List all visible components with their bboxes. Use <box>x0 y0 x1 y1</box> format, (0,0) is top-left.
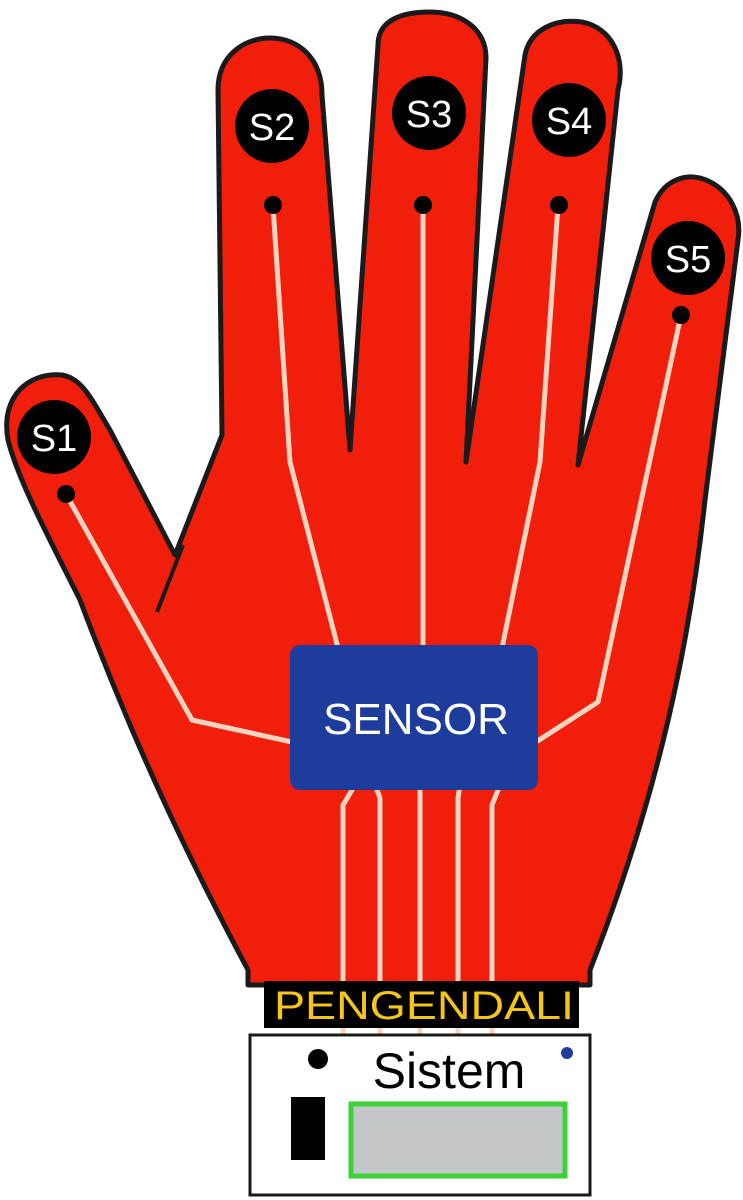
finger-wires <box>63 203 684 745</box>
sensor-label: S3 <box>406 94 452 136</box>
sensor-contact <box>264 196 282 214</box>
wrist-wire-1 <box>340 783 358 1040</box>
thumb-crease <box>155 544 185 613</box>
wrist-wire-5 <box>489 784 503 1040</box>
indicator-dot <box>561 1047 573 1059</box>
control-unit: Sistem <box>248 1033 592 1197</box>
wire-s4 <box>499 203 561 651</box>
sensor-contact <box>672 306 690 324</box>
sensor-contact <box>57 485 75 503</box>
sensor-contact <box>550 196 568 214</box>
sensor-label: S1 <box>31 418 77 460</box>
wrist-banner: PENGENDALI <box>264 981 579 1028</box>
sensor-pad <box>235 89 309 163</box>
sensor-pad <box>392 76 466 150</box>
wrist-banner-label: PENGENDALI <box>274 984 574 1028</box>
sensor-label: S2 <box>249 107 295 149</box>
sensor-pad <box>17 400 91 474</box>
wire-s5 <box>533 312 684 745</box>
sensor-box: SENSOR <box>290 645 538 790</box>
sensor-label: S4 <box>546 101 592 143</box>
sensor-pad <box>651 221 725 295</box>
sensor-s3: S3 <box>392 76 466 214</box>
switch-slot <box>291 1097 325 1160</box>
sensor-box-panel <box>290 645 538 790</box>
control-unit-label: Sistem <box>373 1043 526 1099</box>
sensor-s2: S2 <box>235 89 309 214</box>
sensor-pad <box>532 83 606 157</box>
sensor-s4: S4 <box>532 83 606 214</box>
wire-s2 <box>270 203 341 651</box>
sensor-contact <box>414 196 432 214</box>
sensor-box-label: SENSOR <box>323 695 509 744</box>
wire-s1 <box>63 491 295 745</box>
status-led <box>308 1049 328 1069</box>
sensor-label: S5 <box>665 239 711 281</box>
wrist-banner-bar <box>264 981 579 1028</box>
display-screen <box>348 1101 568 1179</box>
glove-body <box>4 9 742 988</box>
sensor-s5: S5 <box>651 221 725 324</box>
sensor-s1: S1 <box>17 400 91 503</box>
